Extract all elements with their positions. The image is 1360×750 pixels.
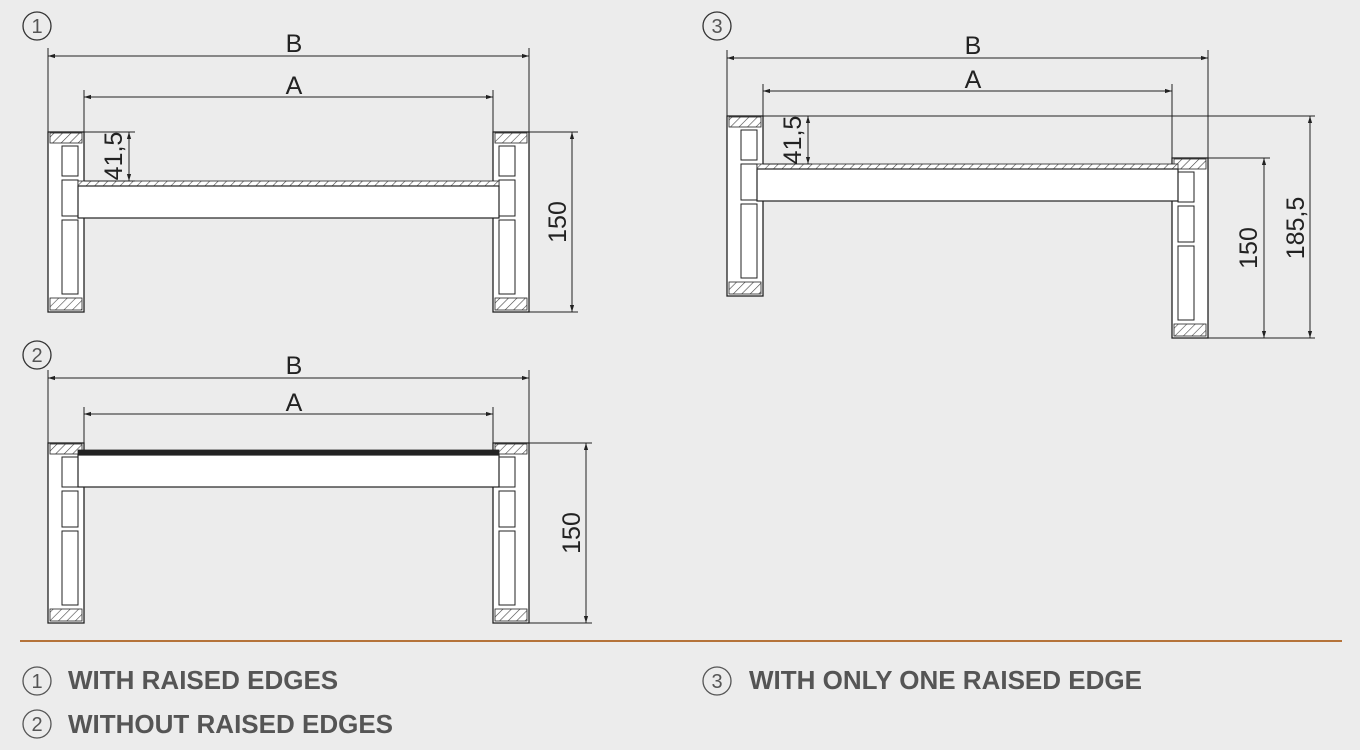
right-post-3 (1171, 157, 1209, 339)
diagram-1-marker-number: 1 (31, 16, 42, 38)
diagram-2-marker: 2 (22, 340, 52, 370)
dimension-b-label-2: B (286, 352, 303, 380)
dimension-height-3 (1208, 157, 1315, 339)
legend-item-2-marker: 2 (31, 714, 42, 736)
left-post-2 (47, 442, 85, 624)
legend: 1 WITH RAISED EDGES 2 WITHOUT RAISED EDG… (22, 665, 1142, 739)
dimension-a-2 (83, 407, 494, 443)
dimension-a-label-2: A (286, 389, 303, 417)
diagram-3-marker-number: 3 (711, 16, 722, 38)
dimension-edge-1 (84, 131, 135, 182)
diagram-3: 3 B A (702, 11, 1315, 339)
left-post-1 (47, 131, 85, 313)
dimension-a-label-1: A (286, 72, 303, 100)
legend-item-3-marker: 3 (711, 671, 722, 693)
crossbeam-1 (77, 180, 500, 219)
right-post-1 (492, 131, 530, 313)
legend-item-2-label: WITHOUT RAISED EDGES (68, 709, 393, 739)
dimension-edge-3 (763, 115, 1315, 165)
legend-item-3-label: WITH ONLY ONE RAISED EDGE (749, 665, 1142, 695)
dimension-height-2 (529, 442, 592, 624)
legend-item-1: 1 WITH RAISED EDGES (22, 665, 338, 696)
crossbeam-2 (77, 449, 500, 488)
diagram-2: 2 B A (22, 340, 592, 624)
dimension-b-3 (726, 50, 1209, 158)
dimension-total-label-3: 185,5 (1282, 197, 1310, 260)
diagram-2-marker-number: 2 (31, 345, 42, 367)
left-post-3 (726, 115, 764, 297)
dimension-b-label-1: B (286, 30, 303, 58)
dimension-height-1 (529, 131, 578, 313)
diagram-1-marker: 1 (22, 11, 52, 41)
dimension-b-1 (47, 48, 530, 132)
diagram-3-marker: 3 (702, 11, 732, 41)
crossbeam-3 (756, 163, 1179, 202)
dimension-height-label-2: 150 (558, 512, 586, 554)
dimension-height-label-1: 150 (544, 201, 572, 243)
legend-item-1-label: WITH RAISED EDGES (68, 665, 338, 695)
dimension-height-label-3: 150 (1235, 227, 1263, 269)
dimension-a-3 (762, 84, 1173, 158)
dimension-a-label-3: A (965, 66, 982, 94)
dimension-edge-label-3: 41,5 (779, 116, 807, 165)
dimension-b-2 (47, 370, 530, 443)
diagram-1: 1 B A (22, 11, 578, 313)
legend-item-1-marker: 1 (31, 671, 42, 693)
legend-item-2: 2 WITHOUT RAISED EDGES (22, 709, 393, 739)
legend-item-3: 3 WITH ONLY ONE RAISED EDGE (702, 665, 1142, 696)
dimension-a-1 (83, 90, 494, 132)
dimension-edge-label-1: 41,5 (100, 132, 128, 181)
dimension-b-label-3: B (965, 32, 982, 60)
